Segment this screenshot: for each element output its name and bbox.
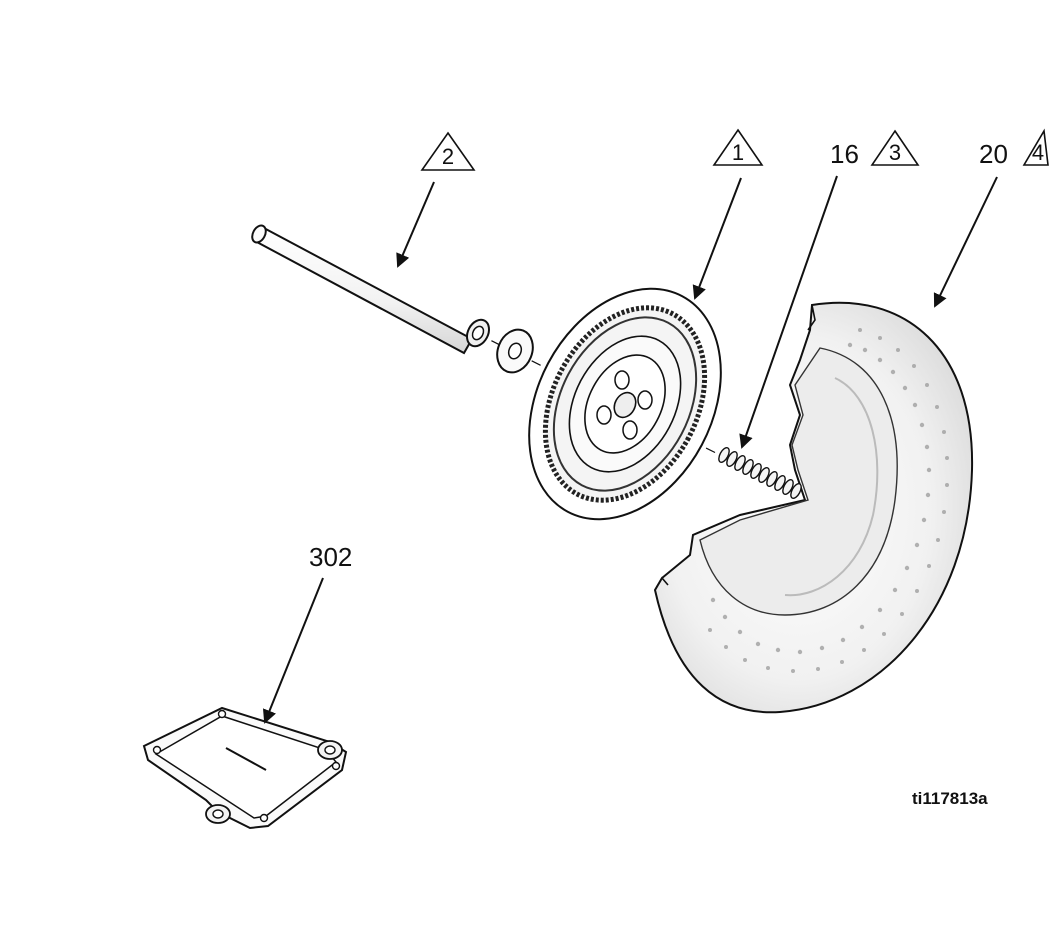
- callout-triangle: [870, 129, 920, 166]
- spring: [718, 446, 802, 500]
- diaphragm-plate: [528, 287, 722, 521]
- callout-20-symbol: 4: [1032, 140, 1044, 165]
- washer: [496, 328, 534, 374]
- callout-2: 2: [396, 131, 476, 268]
- figure-id: ti117813a: [912, 789, 988, 808]
- leader-arrow-16: [739, 175, 838, 449]
- callout-1-symbol: 1: [732, 140, 744, 165]
- leader-arrow-20: [933, 176, 998, 308]
- callout-16-symbol: 3: [889, 140, 901, 165]
- callout-2-symbol: 2: [442, 144, 454, 169]
- callout-triangle: [420, 131, 476, 171]
- callout-16-number: 16: [830, 139, 859, 169]
- callout-20-number: 20: [979, 139, 1008, 169]
- leader-arrow-1: [692, 177, 742, 300]
- diaphragm-cup: [653, 301, 974, 714]
- callout-1: 1: [692, 128, 764, 300]
- callout-triangle: [1022, 128, 1049, 166]
- callout-302-number: 302: [309, 542, 352, 572]
- leader-arrow-302: [262, 577, 324, 724]
- callout-20: 20 4: [933, 128, 1049, 308]
- leader-arrow-2: [396, 181, 435, 268]
- gasket-plate: [142, 706, 348, 830]
- shaft-rod: [251, 224, 491, 355]
- callout-302: 302: [262, 542, 352, 724]
- callout-16: 16 3: [739, 129, 920, 449]
- callout-triangle: [712, 128, 764, 166]
